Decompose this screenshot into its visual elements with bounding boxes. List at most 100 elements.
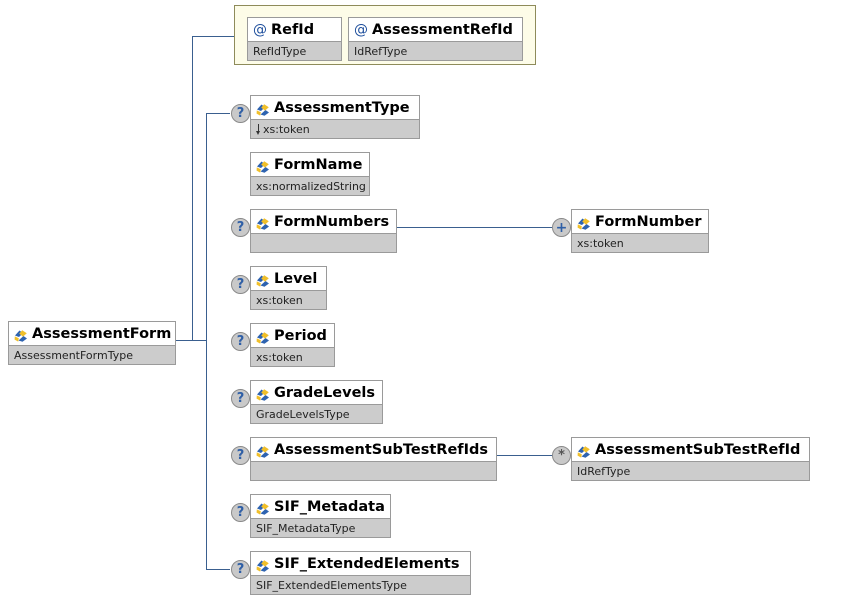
node-assessmentsubtestrefid-namebar: AssessmentSubTestRefId bbox=[572, 438, 809, 461]
node-level-type: xs:token bbox=[256, 293, 303, 307]
node-gradelevels-label: GradeLevels bbox=[274, 384, 376, 401]
node-sif-metadata-typebar: SIF_MetadataType bbox=[251, 518, 390, 537]
connector-sif-extendedelements bbox=[206, 569, 230, 570]
node-formnumber-type: xs:token bbox=[577, 236, 624, 250]
element-icon bbox=[256, 101, 270, 116]
connector-elements-spine bbox=[206, 113, 207, 570]
node-formname-namebar: FormName bbox=[251, 153, 369, 176]
element-icon bbox=[577, 215, 591, 230]
node-refid[interactable]: @ RefId RefIdType bbox=[247, 17, 342, 61]
node-assessmentsubtestrefid[interactable]: AssessmentSubTestRefId IdRefType bbox=[571, 437, 810, 481]
node-sif-metadata-type: SIF_MetadataType bbox=[256, 521, 356, 535]
node-gradelevels-type: GradeLevelsType bbox=[256, 407, 350, 421]
occurrence-optional-gradelevels[interactable]: ? bbox=[231, 389, 250, 408]
node-sif-metadata[interactable]: SIF_Metadata SIF_MetadataType bbox=[250, 494, 391, 538]
node-sif-metadata-label: SIF_Metadata bbox=[274, 498, 385, 515]
node-assessmentrefid[interactable]: @ AssessmentRefId IdRefType bbox=[348, 17, 523, 61]
element-icon bbox=[256, 557, 270, 572]
node-assessmenttype-label: AssessmentType bbox=[274, 99, 410, 116]
node-refid-type: RefIdType bbox=[253, 44, 307, 58]
element-icon bbox=[256, 329, 270, 344]
element-icon bbox=[577, 443, 591, 458]
connector-attr-vertical bbox=[192, 36, 193, 341]
occurrence-zeromany-assessmentsubtestrefid[interactable]: * bbox=[552, 446, 571, 465]
attribute-icon: @ bbox=[253, 21, 267, 38]
node-formnumbers-label: FormNumbers bbox=[274, 213, 390, 230]
occurrence-optional-formnumbers[interactable]: ? bbox=[231, 218, 250, 237]
node-assessmentform-namebar: AssessmentForm bbox=[9, 322, 175, 345]
node-level-namebar: Level bbox=[251, 267, 326, 290]
node-formnumbers-typebar bbox=[251, 233, 396, 252]
occurrence-optional-level[interactable]: ? bbox=[231, 275, 250, 294]
node-formnumber[interactable]: FormNumber xs:token bbox=[571, 209, 709, 253]
connector-formnumbers-formnumber bbox=[397, 227, 552, 228]
occurrence-optional-assessmentsubtestrefids[interactable]: ? bbox=[231, 446, 250, 465]
node-assessmentrefid-type: IdRefType bbox=[354, 44, 408, 58]
node-refid-namebar: @ RefId bbox=[248, 18, 341, 41]
node-refid-typebar: RefIdType bbox=[248, 41, 341, 60]
node-assessmentform[interactable]: AssessmentForm AssessmentFormType bbox=[8, 321, 176, 365]
node-period[interactable]: Period xs:token bbox=[250, 323, 335, 367]
node-gradelevels-namebar: GradeLevels bbox=[251, 381, 382, 404]
node-gradelevels-typebar: GradeLevelsType bbox=[251, 404, 382, 423]
node-assessmentform-typebar: AssessmentFormType bbox=[9, 345, 175, 364]
node-level-typebar: xs:token bbox=[251, 290, 326, 309]
node-assessmenttype-type: xs:token bbox=[263, 122, 310, 136]
node-period-type: xs:token bbox=[256, 350, 303, 364]
node-assessmentrefid-typebar: IdRefType bbox=[349, 41, 522, 60]
occurrence-optional-sif-metadata[interactable]: ? bbox=[231, 503, 250, 522]
node-formname[interactable]: FormName xs:normalizedString bbox=[250, 152, 370, 196]
attribute-icon: @ bbox=[354, 21, 368, 38]
occurrence-optional-assessmenttype[interactable]: ? bbox=[231, 104, 250, 123]
node-assessmentform-type: AssessmentFormType bbox=[14, 348, 133, 362]
connector-assessmenttype bbox=[206, 113, 230, 114]
node-assessmenttype-namebar: AssessmentType bbox=[251, 96, 419, 119]
node-gradelevels[interactable]: GradeLevels GradeLevelsType bbox=[250, 380, 383, 424]
node-refid-label: RefId bbox=[271, 21, 315, 38]
node-sif-metadata-namebar: SIF_Metadata bbox=[251, 495, 390, 518]
node-period-namebar: Period bbox=[251, 324, 334, 347]
node-assessmentrefid-namebar: @ AssessmentRefId bbox=[349, 18, 522, 41]
element-icon bbox=[256, 215, 270, 230]
node-sif-extendedelements-label: SIF_ExtendedElements bbox=[274, 555, 460, 572]
node-sif-extendedelements-type: SIF_ExtendedElementsType bbox=[256, 578, 407, 592]
occurrence-optional-sif-extendedelements[interactable]: ? bbox=[231, 560, 250, 579]
occurrence-optional-period[interactable]: ? bbox=[231, 332, 250, 351]
node-assessmentsubtestrefid-typebar: IdRefType bbox=[572, 461, 809, 480]
node-period-typebar: xs:token bbox=[251, 347, 334, 366]
node-sif-extendedelements-namebar: SIF_ExtendedElements bbox=[251, 552, 470, 575]
node-formname-typebar: xs:normalizedString bbox=[251, 176, 369, 195]
node-assessmentsubtestrefids-label: AssessmentSubTestRefIds bbox=[274, 441, 488, 458]
node-assessmentsubtestrefids-typebar bbox=[251, 461, 496, 480]
occurrence-onemany-formnumber[interactable]: + bbox=[552, 218, 571, 237]
element-icon bbox=[256, 443, 270, 458]
node-assessmentsubtestrefids[interactable]: AssessmentSubTestRefIds bbox=[250, 437, 497, 481]
node-formnumbers[interactable]: FormNumbers bbox=[250, 209, 397, 253]
node-formname-label: FormName bbox=[274, 156, 363, 173]
node-formnumber-namebar: FormNumber bbox=[572, 210, 708, 233]
connector-attr-horizontal bbox=[192, 36, 234, 37]
element-icon bbox=[256, 272, 270, 287]
node-assessmentsubtestrefids-namebar: AssessmentSubTestRefIds bbox=[251, 438, 496, 461]
element-icon bbox=[256, 158, 270, 173]
node-sif-extendedelements-typebar: SIF_ExtendedElementsType bbox=[251, 575, 470, 594]
node-period-label: Period bbox=[274, 327, 327, 344]
node-formname-type: xs:normalizedString bbox=[256, 179, 366, 193]
node-level[interactable]: Level xs:token bbox=[250, 266, 327, 310]
down-arrow-icon bbox=[256, 123, 262, 135]
connector-subtestrefids-subtestrefid bbox=[497, 455, 552, 456]
node-assessmenttype-typebar: xs:token bbox=[251, 119, 419, 138]
node-assessmentform-label: AssessmentForm bbox=[32, 325, 172, 342]
node-sif-extendedelements[interactable]: SIF_ExtendedElements SIF_ExtendedElement… bbox=[250, 551, 471, 595]
node-assessmenttype[interactable]: AssessmentType xs:token bbox=[250, 95, 420, 139]
connector-root-stub bbox=[176, 340, 206, 341]
attribute-group: @ RefId RefIdType @ AssessmentRefId IdRe… bbox=[234, 5, 536, 65]
node-assessmentsubtestrefid-label: AssessmentSubTestRefId bbox=[595, 441, 801, 458]
connector-subtestrefid-stub bbox=[540, 455, 556, 456]
node-formnumber-label: FormNumber bbox=[595, 213, 702, 230]
element-icon bbox=[256, 500, 270, 515]
node-level-label: Level bbox=[274, 270, 318, 287]
node-assessmentsubtestrefid-type: IdRefType bbox=[577, 464, 631, 478]
node-formnumber-typebar: xs:token bbox=[572, 233, 708, 252]
